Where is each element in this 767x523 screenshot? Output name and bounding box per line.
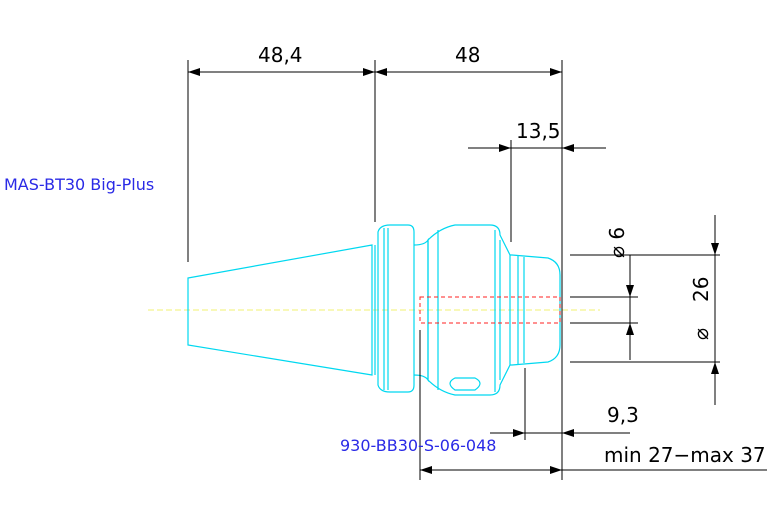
arrowheads: [188, 68, 719, 474]
dim-outer-diameter-symbol: ⌀: [689, 328, 713, 340]
taper: [187, 244, 373, 376]
dim-min-clamp: 9,3: [607, 403, 639, 427]
flange: [377, 224, 415, 393]
dim-body-length: 48: [455, 43, 480, 67]
tool-holder-outline: [187, 224, 561, 396]
dim-taper-length: 48,4: [258, 43, 303, 67]
part-number-label: 930-BB30-S-06-048: [340, 436, 496, 455]
dimension-lines: [187, 60, 767, 480]
hidden-bore: [419, 296, 561, 324]
holder-spec-label: MAS-BT30 Big-Plus: [4, 175, 154, 194]
dim-outer-diameter-value: 26: [689, 277, 713, 302]
dim-bore-diameter: ⌀ 6: [605, 227, 629, 258]
dim-clamp-range: min 27−max 37: [604, 443, 766, 467]
dim-nose-length: 13,5: [516, 119, 561, 143]
nose: [510, 254, 561, 366]
drive-slot: [449, 377, 481, 391]
